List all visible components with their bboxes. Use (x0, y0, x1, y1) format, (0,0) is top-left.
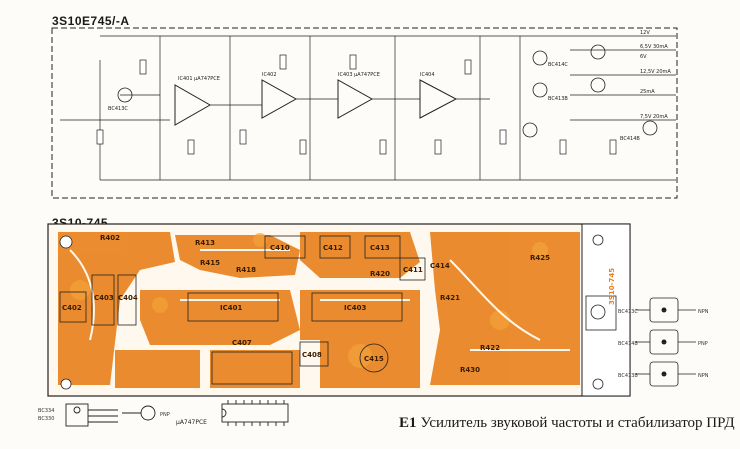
pcb-label-c415: C415 (364, 355, 384, 363)
pcb-label-c403: C403 (94, 294, 114, 302)
pcb-label-r415: R415 (200, 259, 220, 267)
legend-transistor-3-type: NPN (698, 373, 709, 379)
pcb-label-r422: R422 (480, 344, 500, 352)
pcb-label-c402: C402 (62, 304, 82, 312)
legend-transistor-2-type: PNP (698, 341, 708, 347)
transistor-schematic-label-2: BC414C (548, 62, 568, 68)
ic401-schematic-label: IC401 μA747PCE (178, 76, 220, 82)
legend-transistor-3-name: BC413B (618, 373, 638, 379)
pcb-label-r430: R430 (460, 366, 480, 374)
bottom-left-type: PNP (160, 412, 170, 418)
caption-number: E1 (399, 415, 417, 431)
transistor-schematic-label-3: BC413B (548, 96, 568, 102)
ic404-schematic-label: IC404 (420, 72, 435, 78)
pcb-label-c408: C408 (302, 351, 322, 359)
pcb-label-c412: C412 (323, 244, 343, 252)
bottom-left-part-1: BC334 (38, 408, 54, 414)
legend-transistor-1-type: NPN (698, 309, 709, 315)
pcb-label-r418: R418 (236, 266, 256, 274)
pcb-label-c413: C413 (370, 244, 390, 252)
output-label-3: 6V (640, 54, 647, 60)
output-label-4: 12,5V 20mA (640, 69, 671, 75)
pcb-label-r420: R420 (370, 270, 390, 278)
pcb-label-c414: C414 (430, 262, 450, 270)
transistor-schematic-label-4: BC414B (620, 136, 640, 142)
pcb-label-r413: R413 (195, 239, 215, 247)
output-label-6: 7,5V 20mA (640, 114, 668, 120)
pcb-label-r402: R402 (100, 234, 120, 242)
pcb-label-r421: R421 (440, 294, 460, 302)
pcb-label-r425: R425 (530, 254, 550, 262)
ic-package-label: μA747PCE (176, 419, 207, 426)
pcb-label-c404: C404 (118, 294, 138, 302)
legend-transistor-2-name: BC414B (618, 341, 638, 347)
ic402-schematic-label: IC402 (262, 72, 277, 78)
schematic-title: 3S10E745/-A (52, 14, 130, 28)
pcb-label-ic401: IC401 (220, 304, 242, 312)
output-label-1: 12V (640, 30, 650, 36)
pcb-label-c410: C410 (270, 244, 290, 252)
legend-transistor-1-name: BC413C (618, 309, 638, 315)
pcb-label-c411: C411 (403, 266, 423, 274)
bottom-left-part-2: BC330 (38, 416, 54, 422)
output-label-2: 6,5V 30mA (640, 44, 668, 50)
pcb-label-c407: C407 (232, 339, 252, 347)
transistor-schematic-label-1: BC413C (108, 106, 128, 112)
pcb-label-ic403: IC403 (344, 304, 366, 312)
pcb-board-id: 3S10-745 (608, 268, 616, 305)
ic403-schematic-label: IC403 μA747PCE (338, 72, 380, 78)
output-label-5: 25mA (640, 89, 655, 95)
caption-text: Усилитель звуковой частоты и стабилизато… (420, 415, 735, 431)
